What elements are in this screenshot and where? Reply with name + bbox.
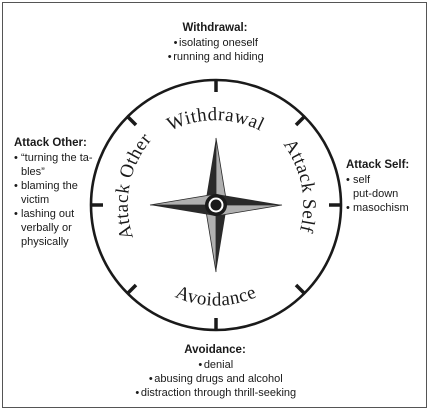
note-item-text: lashing out	[21, 208, 75, 220]
note-item-text-cont: physically	[21, 236, 69, 248]
note-item-text: running and hiding	[173, 51, 264, 63]
note-item-text: self	[353, 174, 371, 186]
list-item: •lashing out verbally or physically	[14, 207, 114, 249]
note-item-text-cont: victim	[21, 194, 50, 206]
ring-label-right-text: Attack Self	[279, 135, 319, 235]
compass-ticks	[91, 80, 341, 330]
bullet-icon: •	[198, 359, 203, 371]
list-item: •isolating oneself	[115, 36, 315, 50]
note-item-text-cont: put-down	[353, 188, 399, 200]
tick-se	[294, 283, 306, 295]
tick-ne	[294, 115, 306, 127]
needle-south-right	[216, 205, 227, 272]
list-item: •running and hiding	[115, 50, 315, 64]
note-withdrawal-title: Withdrawal:	[182, 22, 248, 34]
ring-label-right: Attack Self	[279, 135, 319, 235]
bullet-icon: •	[167, 51, 172, 63]
note-attack-other-title: Attack Other:	[14, 137, 87, 149]
tick-sw	[126, 283, 138, 295]
note-avoidance-title: Avoidance:	[184, 344, 246, 356]
note-attack-other: Attack Other: •“turning the ta- bles” •b…	[14, 136, 114, 249]
list-item: •“turning the ta- bles”	[14, 151, 114, 179]
note-withdrawal: Withdrawal: •isolating oneself •running …	[115, 21, 315, 64]
note-attack-self: Attack Self: •self put-down •masochism	[346, 158, 430, 215]
bullet-icon: •	[14, 152, 18, 164]
note-attack-other-list: •“turning the ta- bles” •blaming the vic…	[14, 151, 114, 249]
list-item: •blaming the victim	[14, 179, 114, 207]
note-item-text: distraction through thrill-seeking	[140, 387, 297, 399]
bullet-icon: •	[14, 180, 18, 192]
tick-nw	[126, 115, 138, 127]
note-item-text: blaming the	[21, 180, 78, 192]
needle-north-left	[205, 138, 216, 205]
compass-hub-center	[210, 199, 222, 211]
diagram-frame	[2, 2, 427, 408]
note-item-text: abusing drugs and alcohol	[154, 373, 283, 385]
list-item: •masochism	[346, 201, 430, 215]
ring-label-bottom: Avoidance	[173, 282, 260, 311]
ring-label-left: Attack Other	[112, 129, 156, 242]
note-item-text: isolating oneself	[179, 37, 258, 49]
ring-label-top-text: Withdrawal	[164, 104, 267, 135]
bullet-icon: •	[346, 174, 350, 186]
ring-label-left-text: Attack Other	[112, 129, 156, 242]
bullet-icon: •	[135, 387, 140, 399]
note-item-text: denial	[203, 359, 234, 371]
bullet-icon: •	[173, 37, 178, 49]
bullet-icon: •	[346, 202, 350, 214]
ring-label-top: Withdrawal	[164, 104, 268, 135]
needle-east-top	[216, 194, 282, 205]
list-item: •self put-down	[346, 173, 430, 201]
note-item-text: masochism	[353, 202, 409, 214]
list-item: •distraction through thrill-seeking	[95, 386, 335, 400]
note-item-text-cont: bles”	[21, 166, 45, 178]
needle-west-bottom	[150, 205, 216, 216]
note-attack-self-title: Attack Self:	[346, 159, 410, 171]
list-item: •abusing drugs and alcohol	[95, 372, 335, 386]
note-item-text-cont: verbally or	[21, 222, 72, 234]
compass-rose	[149, 137, 283, 273]
note-withdrawal-list: •isolating oneself •running and hiding	[115, 36, 315, 64]
bullet-icon: •	[148, 373, 153, 385]
note-avoidance-list: •denial •abusing drugs and alcohol •dist…	[95, 358, 335, 400]
note-attack-self-list: •self put-down •masochism	[346, 173, 430, 215]
note-item-text: “turning the ta-	[21, 152, 93, 164]
ring-label-bottom-text: Avoidance	[173, 282, 259, 311]
list-item: •denial	[95, 358, 335, 372]
bullet-icon: •	[14, 208, 18, 220]
note-avoidance: Avoidance: •denial •abusing drugs and al…	[95, 343, 335, 400]
